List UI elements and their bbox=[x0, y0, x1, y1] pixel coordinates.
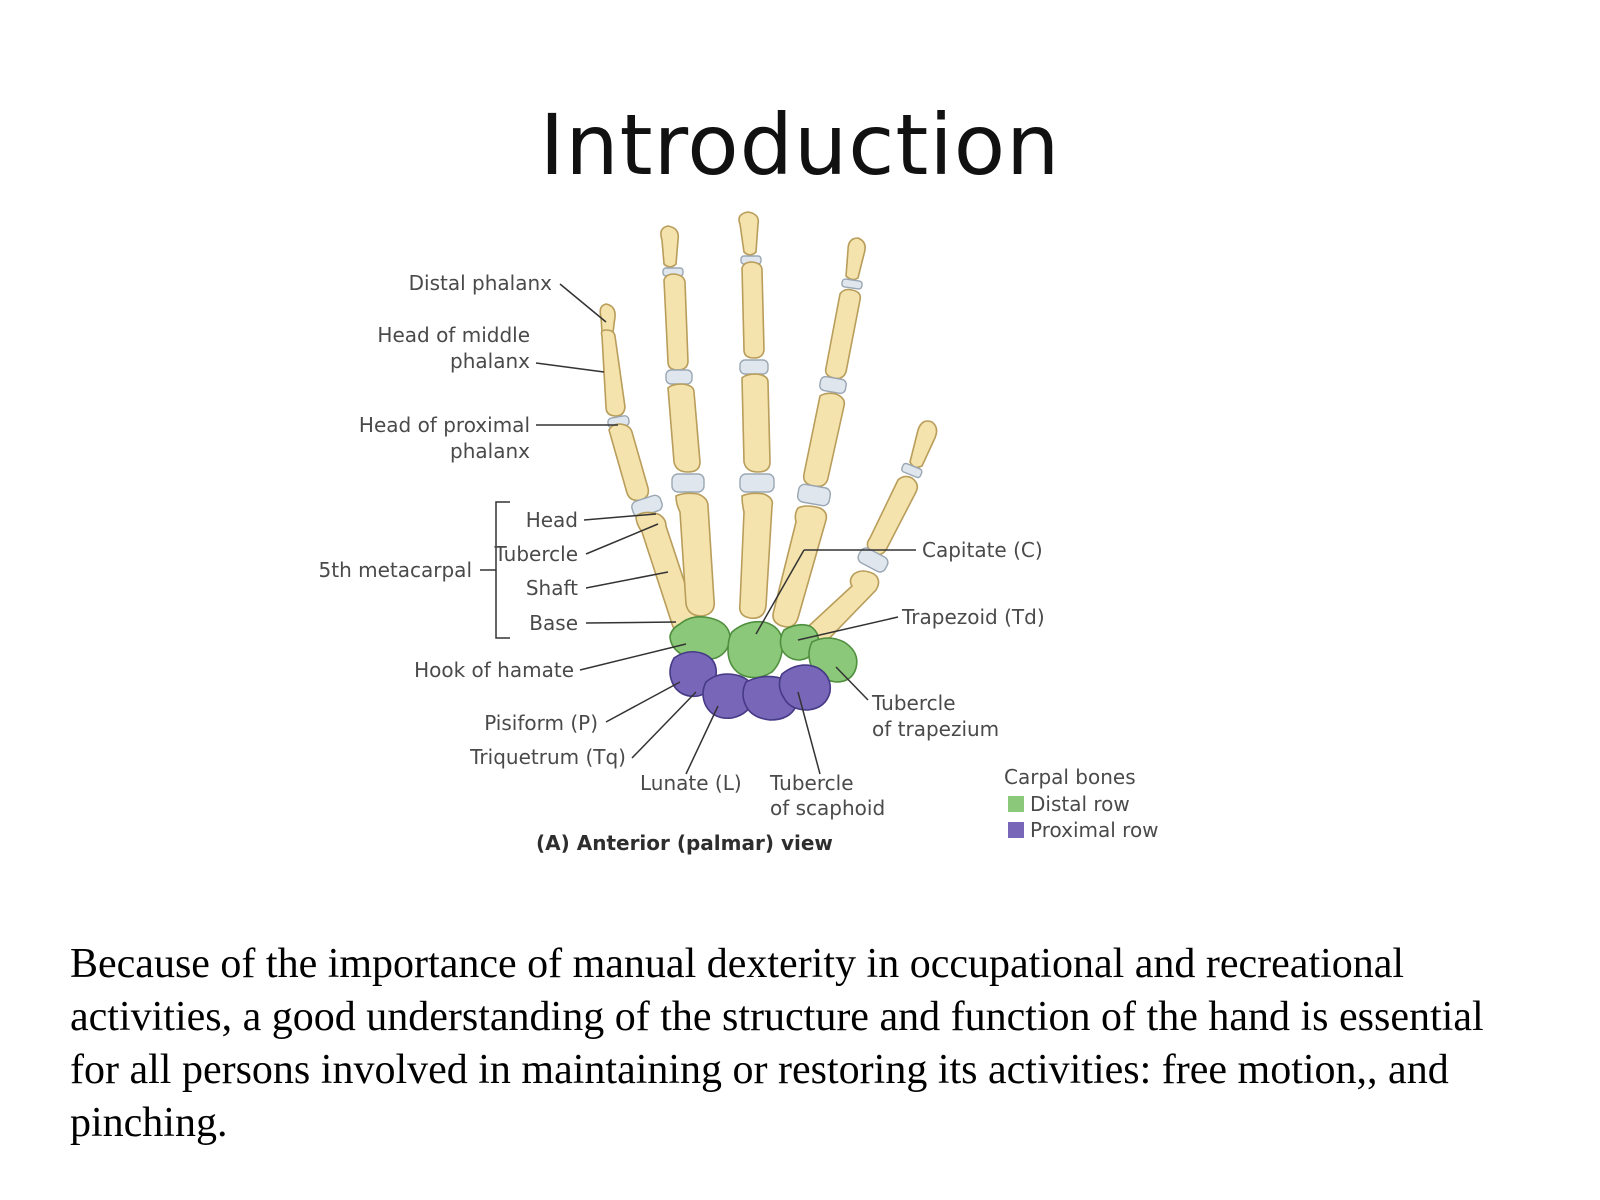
label-head: Head bbox=[526, 508, 578, 532]
label-head-proximal-phalanx: Head of proximal bbox=[359, 413, 530, 437]
legend-item-proximal-row: Proximal row bbox=[1030, 818, 1159, 842]
label-tubercle-of-trapezium-2: of trapezium bbox=[872, 717, 999, 741]
figure-caption: (A) Anterior (palmar) view bbox=[536, 831, 833, 855]
label-shaft: Shaft bbox=[526, 576, 578, 600]
legend-item-distal-row: Distal row bbox=[1030, 792, 1130, 816]
slide-body-text: Because of the importance of manual dext… bbox=[70, 941, 1484, 1146]
label-pisiform: Pisiform (P) bbox=[484, 711, 598, 735]
label-triquetrum: Triquetrum (Tq) bbox=[469, 745, 626, 769]
legend-title: Carpal bones bbox=[1004, 765, 1136, 789]
label-lunate: Lunate (L) bbox=[640, 771, 742, 795]
label-tubercle-of-trapezium: Tubercle bbox=[871, 691, 956, 715]
label-hook-of-hamate: Hook of hamate bbox=[414, 658, 574, 682]
label-head-proximal-phalanx-2: phalanx bbox=[450, 439, 530, 463]
label-base: Base bbox=[529, 611, 578, 635]
slide-title: Introduction bbox=[539, 96, 1061, 194]
leader-lines bbox=[480, 283, 916, 775]
little-finger bbox=[599, 303, 698, 636]
proximal-row-carpals bbox=[669, 650, 832, 721]
label-tubercle: Tubercle bbox=[494, 542, 579, 566]
label-tubercle-of-scaphoid: Tubercle bbox=[769, 771, 854, 795]
ring-finger bbox=[660, 225, 716, 617]
hand-bones-figure: Distal phalanx Head of middle phalanx He… bbox=[319, 211, 1206, 902]
label-head-middle-phalanx-2: phalanx bbox=[450, 349, 530, 373]
label-head-middle-phalanx: Head of middle bbox=[377, 323, 530, 347]
label-fifth-metacarpal: 5th metacarpal bbox=[319, 558, 472, 582]
middle-finger bbox=[738, 211, 775, 620]
legend-swatch-proximal-row bbox=[1008, 822, 1024, 838]
label-capitate: Capitate (C) bbox=[922, 538, 1043, 562]
legend-swatch-distal-row bbox=[1008, 796, 1024, 812]
hand-skeleton-diagram: Distal phalanx Head of middle phalanx He… bbox=[319, 211, 1159, 855]
label-trapezoid: Trapezoid (Td) bbox=[901, 605, 1045, 629]
index-finger bbox=[772, 237, 866, 628]
label-distal-phalanx: Distal phalanx bbox=[409, 271, 553, 295]
legend: Carpal bones Distal row Proximal row bbox=[1004, 765, 1159, 842]
label-tubercle-of-scaphoid-2: of scaphoid bbox=[770, 796, 885, 820]
